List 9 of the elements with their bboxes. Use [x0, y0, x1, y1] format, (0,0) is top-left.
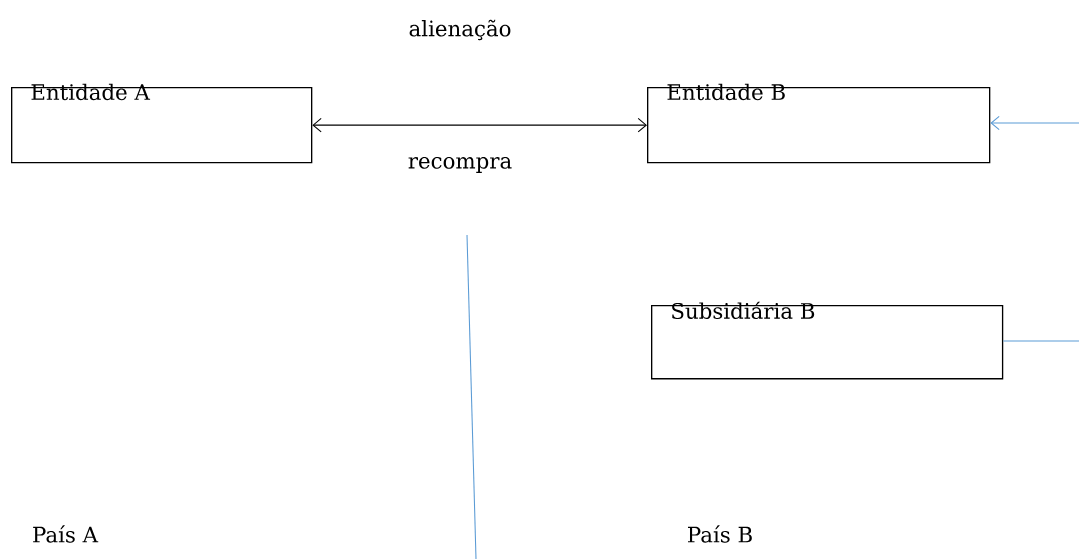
entity-box: Subsidiária B	[651, 301, 1004, 380]
arrow	[990, 115, 1079, 131]
entity-box: Entidade A	[11, 83, 313, 164]
caption-text: recompra	[408, 157, 512, 173]
arrow	[312, 117, 647, 133]
entity-box: Entidade B	[647, 83, 991, 164]
edge-label: alienação	[407, 18, 513, 42]
country-label: País B	[688, 525, 752, 543]
country-label: País A	[33, 525, 99, 543]
